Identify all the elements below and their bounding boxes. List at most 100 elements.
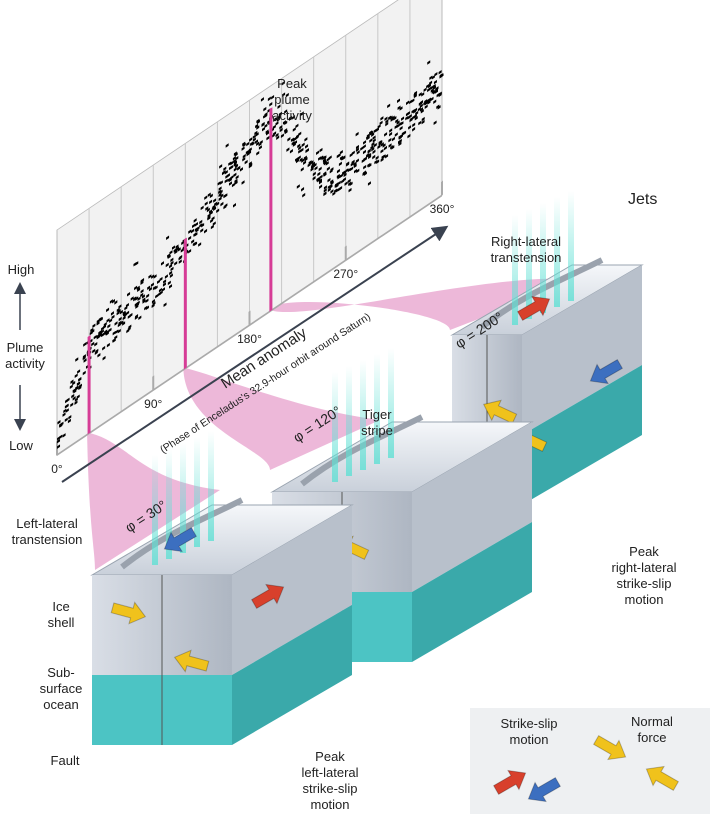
- data-point: [380, 116, 384, 121]
- data-point: [412, 127, 416, 132]
- data-point: [279, 124, 283, 130]
- data-point: [97, 353, 101, 358]
- data-point: [311, 161, 315, 167]
- data-point: [126, 328, 130, 334]
- normal-force-arrow: [110, 601, 147, 625]
- data-point: [374, 159, 378, 165]
- data-point: [276, 135, 280, 140]
- data-point: [161, 287, 165, 292]
- data-point: [282, 92, 286, 97]
- data-point: [292, 137, 296, 142]
- y-high-label: High: [7, 262, 35, 277]
- data-point: [103, 322, 107, 327]
- data-point: [327, 187, 331, 193]
- data-point: [102, 345, 106, 351]
- data-point: [173, 248, 177, 253]
- data-point: [92, 323, 96, 328]
- data-point: [223, 166, 227, 172]
- data-point: [391, 136, 395, 142]
- data-point: [390, 117, 394, 122]
- data-point: [264, 113, 268, 118]
- right-lateral-label: Right-lateral transtension: [490, 234, 562, 265]
- data-point: [117, 309, 121, 314]
- data-point: [427, 100, 431, 105]
- data-point: [418, 120, 422, 126]
- data-point: [256, 141, 260, 147]
- data-point: [380, 142, 384, 147]
- y-axis-label: Plume activity: [5, 340, 45, 371]
- data-point: [326, 166, 330, 171]
- data-point: [382, 154, 386, 159]
- data-point: [300, 147, 304, 153]
- data-point: [372, 135, 376, 140]
- data-point: [72, 388, 76, 393]
- data-point: [160, 261, 164, 266]
- data-point: [305, 148, 309, 153]
- data-point: [303, 160, 307, 165]
- data-point: [411, 98, 415, 103]
- data-point: [219, 189, 223, 195]
- data-point: [130, 296, 134, 301]
- data-point: [323, 160, 327, 166]
- data-point: [101, 326, 105, 331]
- data-point: [234, 178, 238, 184]
- data-point: [284, 109, 288, 114]
- data-point: [284, 129, 288, 135]
- data-point: [353, 161, 357, 167]
- data-point: [156, 279, 160, 284]
- data-point: [300, 111, 304, 117]
- data-point: [317, 171, 321, 177]
- data-point: [280, 133, 284, 139]
- data-point: [122, 321, 126, 326]
- data-point: [109, 318, 113, 323]
- data-point: [327, 177, 331, 183]
- data-point: [260, 97, 264, 102]
- data-point: [393, 115, 397, 121]
- data-point: [127, 314, 131, 319]
- data-point: [301, 142, 305, 148]
- data-point: [134, 285, 138, 291]
- data-point: [273, 117, 277, 122]
- data-point: [256, 118, 260, 124]
- data-point: [169, 284, 173, 289]
- legend-yellow-arrow: [645, 765, 680, 792]
- data-point: [362, 149, 366, 155]
- data-point: [312, 171, 316, 177]
- data-point: [94, 342, 98, 347]
- data-point: [74, 373, 78, 379]
- data-point: [220, 193, 224, 199]
- data-point: [148, 274, 152, 279]
- data-point: [289, 116, 293, 121]
- data-point: [114, 300, 118, 305]
- data-point: [144, 305, 148, 311]
- data-point: [424, 104, 428, 110]
- data-point: [362, 144, 366, 149]
- data-point: [302, 192, 306, 198]
- data-point: [246, 141, 250, 147]
- data-point: [252, 137, 256, 142]
- data-point: [342, 155, 346, 161]
- data-point: [388, 143, 392, 148]
- data-point: [319, 184, 323, 189]
- data-point: [330, 180, 334, 186]
- data-point: [219, 164, 223, 169]
- jet: [554, 197, 560, 307]
- data-point: [318, 166, 322, 172]
- data-point: [305, 144, 309, 149]
- ice-side: [232, 505, 352, 675]
- data-point: [108, 327, 112, 333]
- data-point: [152, 285, 156, 291]
- data-point: [388, 115, 392, 121]
- data-point: [209, 209, 213, 214]
- jet: [194, 437, 200, 547]
- data-point: [107, 323, 111, 329]
- data-point: [77, 369, 81, 374]
- data-point: [176, 246, 180, 251]
- data-point: [244, 159, 248, 165]
- data-point: [96, 321, 100, 326]
- data-point: [72, 380, 76, 386]
- data-point: [405, 111, 409, 117]
- data-point: [140, 292, 144, 298]
- jet: [180, 443, 186, 553]
